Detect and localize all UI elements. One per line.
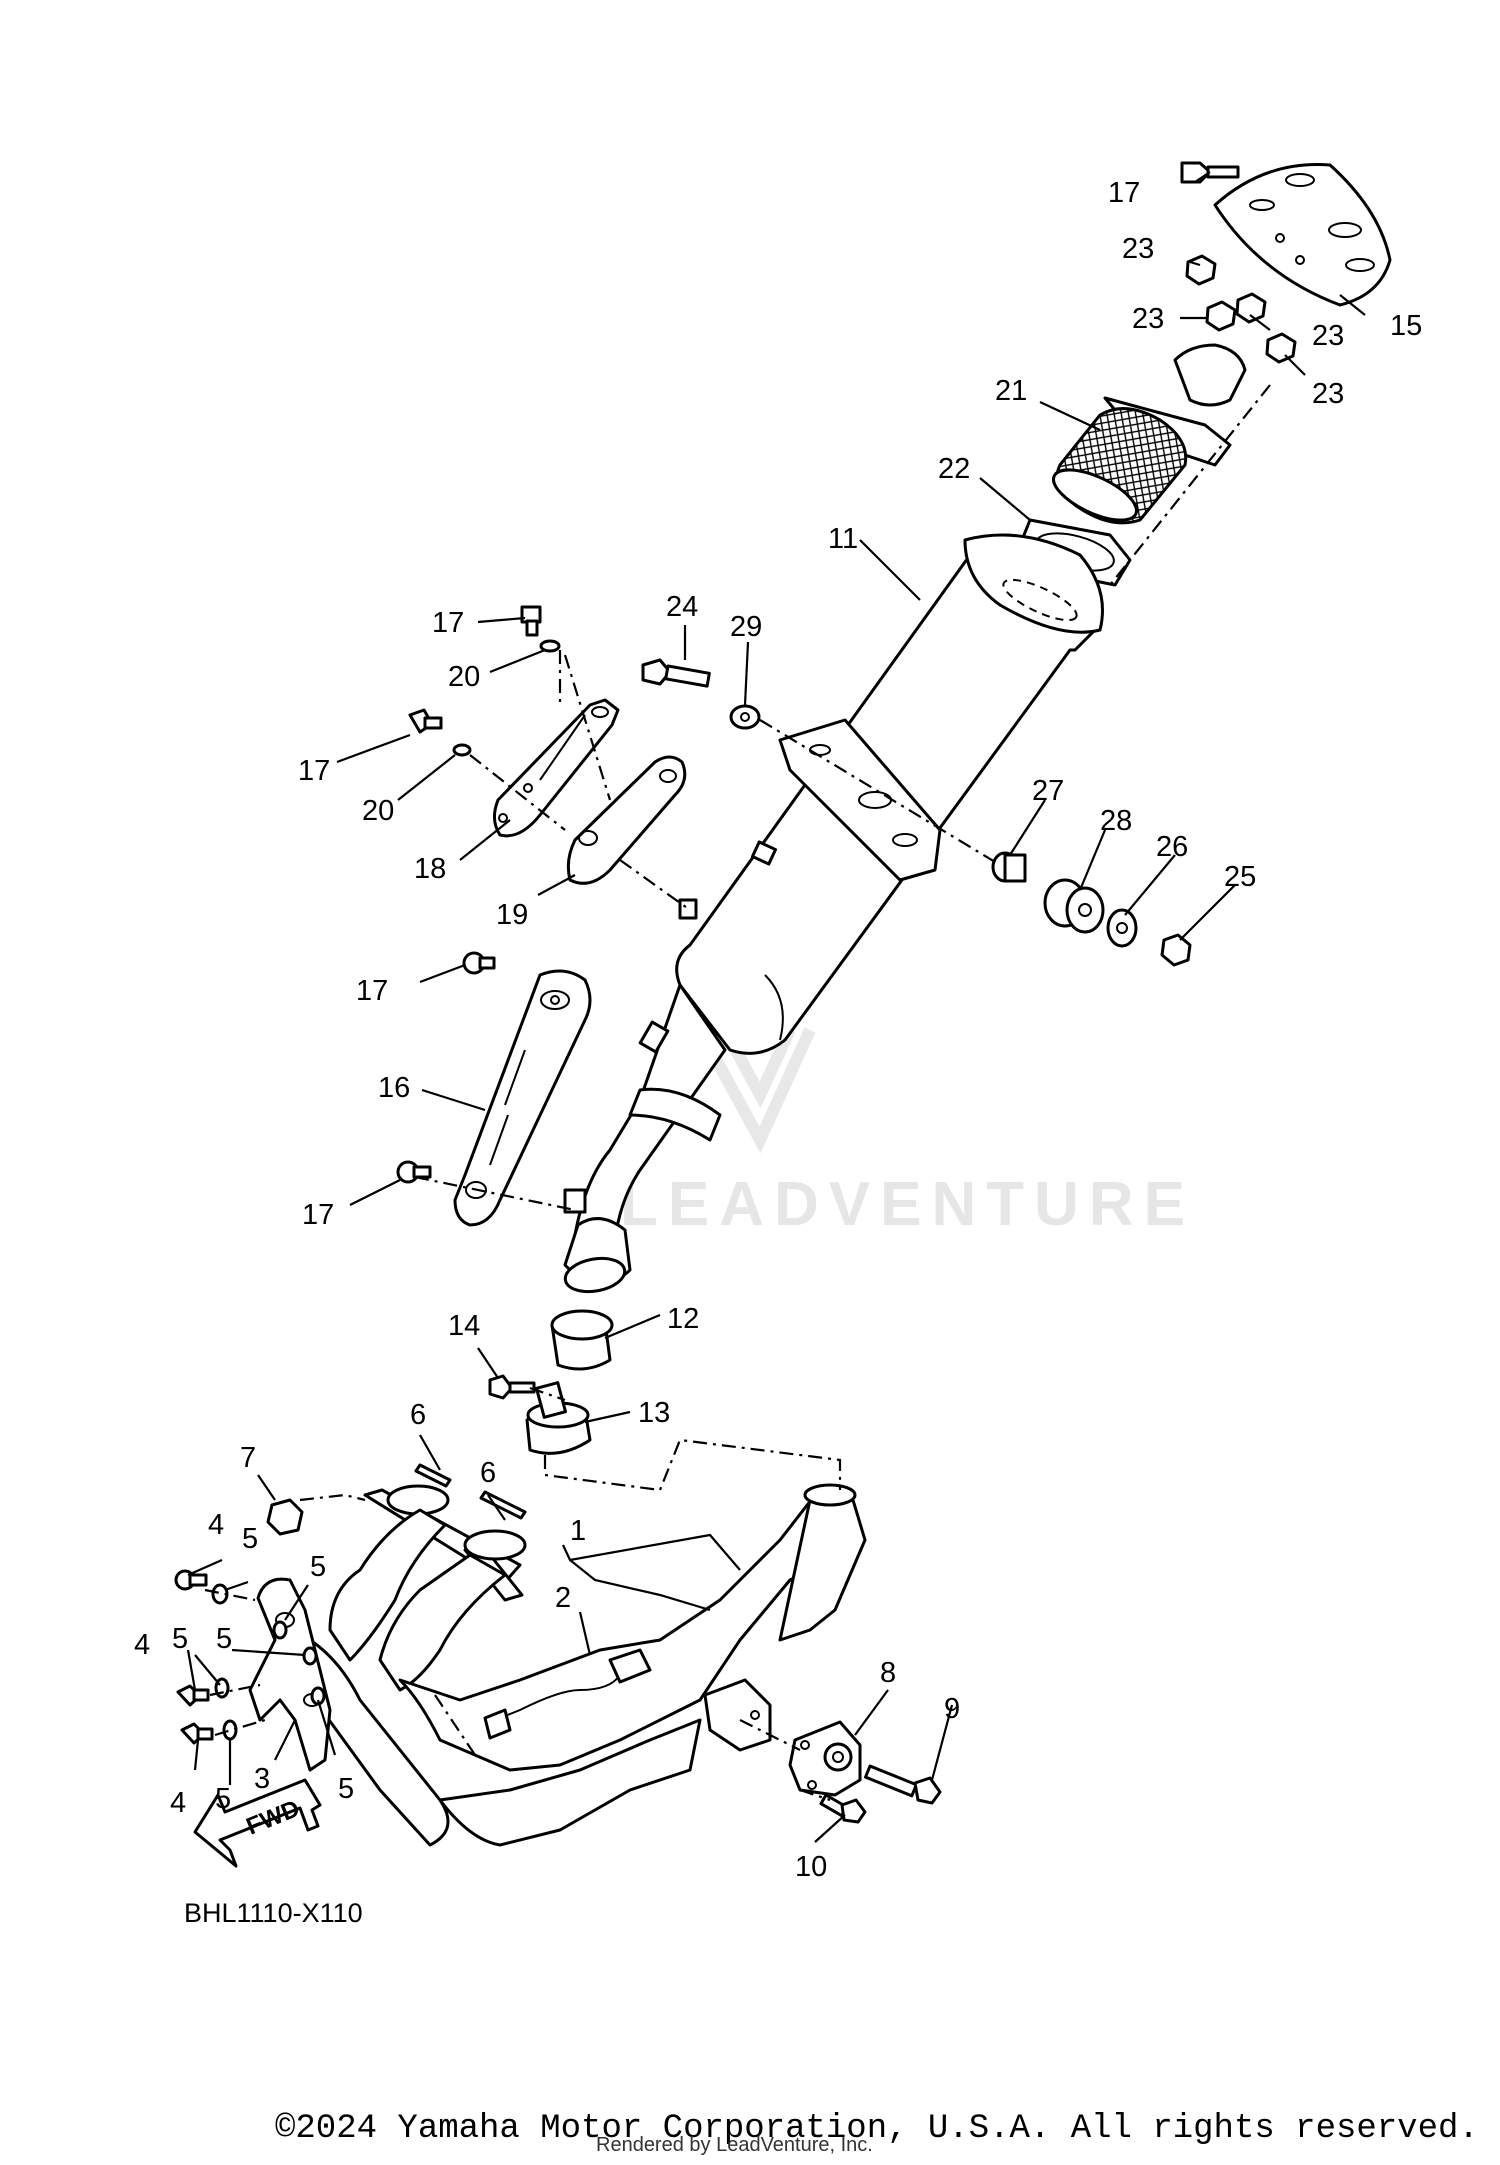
callout-4: 4 [170, 1787, 186, 1819]
callout-6: 6 [480, 1457, 496, 1489]
callout-7: 7 [240, 1442, 256, 1474]
callout-2: 2 [555, 1582, 571, 1614]
copyright-notice: ©2024 Yamaha Motor Corporation, U.S.A. A… [275, 2110, 1479, 2148]
muffler-end-cap [1213, 163, 1392, 307]
callout-27: 27 [1032, 775, 1064, 807]
callout-25: 25 [1224, 861, 1256, 893]
diagram-code: BHL1110-X110 [184, 1898, 363, 1928]
callout-5: 5 [216, 1623, 232, 1655]
callout-17: 17 [432, 607, 464, 639]
bolts-17-20 [408, 605, 561, 757]
clamp-13 [525, 1381, 592, 1455]
callout-8: 8 [880, 1657, 896, 1689]
callout-20: 20 [448, 661, 480, 693]
callout-23: 23 [1132, 303, 1164, 335]
bracket-18 [493, 698, 620, 838]
callouts: 17 23 23 23 15 23 21 22 11 17 20 17 20 1… [134, 177, 1422, 1928]
rendered-by-text: Rendered by LeadVenture, Inc. [596, 2134, 873, 2156]
callout-21: 21 [995, 375, 1027, 407]
bolts-17-16 [396, 951, 496, 1184]
callout-5: 5 [338, 1773, 354, 1805]
callout-11: 11 [828, 523, 858, 555]
callout-14: 14 [448, 1310, 480, 1342]
callout-20: 20 [362, 795, 394, 827]
bracket-3 [248, 1577, 332, 1772]
callout-19: 19 [496, 899, 528, 931]
callout-23: 23 [1312, 320, 1344, 352]
exhaust-header [298, 1483, 867, 1847]
callout-22: 22 [938, 453, 970, 485]
nut-7 [266, 1498, 304, 1536]
callout-5: 5 [310, 1551, 326, 1583]
callout-4: 4 [134, 1629, 150, 1661]
callout-4: 4 [208, 1509, 224, 1541]
bolt-9 [864, 1764, 942, 1805]
washer-26-nut-25 [1106, 908, 1192, 967]
callout-15: 15 [1390, 310, 1422, 342]
gasket-12 [550, 1309, 614, 1371]
callout-16: 16 [378, 1072, 410, 1104]
watermark-text: LEADVENTURE [620, 1170, 1195, 1239]
callout-26: 26 [1156, 831, 1188, 863]
gaskets-6 [414, 1463, 527, 1520]
callout-3: 3 [254, 1763, 270, 1795]
callout-24: 24 [666, 591, 698, 623]
callout-5: 5 [172, 1623, 188, 1655]
callout-18: 18 [414, 853, 446, 885]
bolts-4-washers-5 [174, 1569, 326, 1745]
callout-17: 17 [1108, 177, 1140, 209]
catalyst-mesh [1052, 343, 1247, 525]
callout-28: 28 [1100, 805, 1132, 837]
assembly-lines [204, 384, 1271, 1802]
mount-bracket-8 [788, 1720, 862, 1797]
callout-6: 6 [410, 1399, 426, 1431]
grommet-28 [1043, 878, 1105, 934]
heat-shield-16 [453, 969, 592, 1227]
collar-27 [991, 851, 1027, 883]
callout-13: 13 [638, 1397, 670, 1429]
callout-5: 5 [215, 1783, 231, 1815]
bolt-14 [488, 1374, 536, 1400]
heat-shield-19 [566, 755, 687, 885]
callout-17: 17 [302, 1199, 334, 1231]
callout-9: 9 [944, 1693, 960, 1725]
callout-12: 12 [667, 1303, 699, 1335]
callout-23: 23 [1122, 233, 1154, 265]
callout-5: 5 [242, 1523, 258, 1555]
callout-10: 10 [795, 1851, 827, 1883]
leader-lines [186, 171, 1366, 1843]
callout-1: 1 [570, 1515, 586, 1547]
bolt-24-washer-29 [641, 658, 761, 730]
callout-17: 17 [356, 975, 388, 1007]
callout-29: 29 [730, 611, 762, 643]
nuts-23 [1185, 254, 1297, 364]
callout-17: 17 [298, 755, 330, 787]
callout-23: 23 [1312, 378, 1344, 410]
